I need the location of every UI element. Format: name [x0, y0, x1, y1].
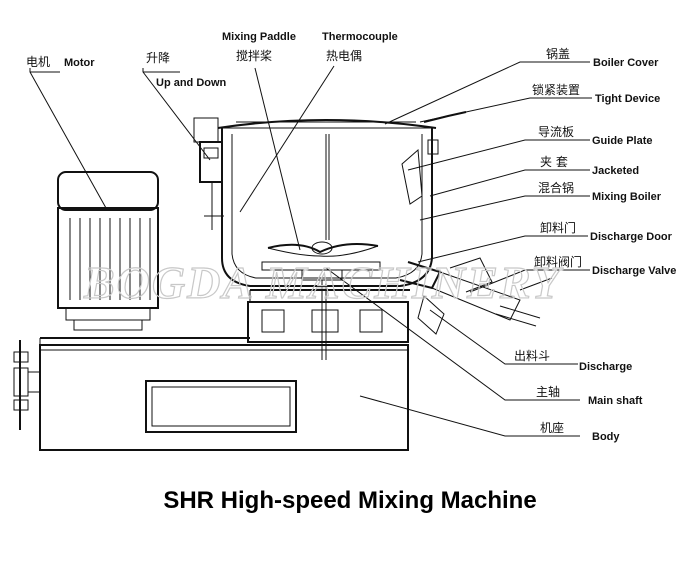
label-thermocouple-en: Thermocouple	[322, 31, 398, 43]
label-body: 机座 Body	[540, 420, 620, 443]
leader-lines	[29, 61, 592, 437]
label-discharge: 出料斗 Discharge	[514, 349, 632, 373]
label-body-en: Body	[592, 431, 620, 443]
diagram-title: SHR High-speed Mixing Machine	[163, 487, 536, 514]
label-jacketed: 夹 套 Jacketed	[540, 155, 639, 177]
label-guide-plate-en: Guide Plate	[592, 135, 653, 147]
label-main-shaft-en: Main shaft	[588, 395, 643, 407]
label-mixing-paddle-cn: 搅拌桨	[236, 48, 272, 63]
mixing-paddle	[261, 241, 381, 360]
handwheel	[13, 340, 40, 430]
label-up-down-en: Up and Down	[156, 77, 227, 89]
thermocouple	[325, 134, 330, 240]
label-mixing-paddle: Mixing Paddle 搅拌桨	[222, 31, 296, 63]
label-discharge-door-en: Discharge Door	[590, 231, 673, 243]
label-motor-en: Motor	[64, 57, 95, 69]
label-motor: 电机 Motor	[26, 55, 95, 69]
label-mixing-boiler: 混合锅 Mixing Boiler	[538, 180, 662, 203]
label-discharge-cn: 出料斗	[514, 349, 550, 363]
label-discharge-door-cn: 卸料门	[540, 220, 576, 235]
lift-column	[193, 117, 224, 230]
label-body-cn: 机座	[540, 420, 564, 435]
label-jacketed-cn: 夹 套	[540, 155, 568, 169]
label-mixing-boiler-cn: 混合锅	[538, 180, 574, 195]
label-discharge-valve: 卸料阀门 Discharge Valve	[534, 254, 676, 277]
label-mixing-boiler-en: Mixing Boiler	[592, 191, 662, 203]
watermark-text: BOGDA MACHINERY	[83, 257, 564, 308]
label-thermocouple-cn: 热电偶	[326, 49, 362, 63]
label-jacketed-en: Jacketed	[592, 165, 639, 177]
label-discharge-door: 卸料门 Discharge Door	[540, 220, 673, 243]
label-tight-device-en: Tight Device	[595, 93, 660, 105]
label-main-shaft: 主轴 Main shaft	[536, 384, 643, 407]
label-motor-cn: 电机	[26, 55, 50, 69]
label-mixing-paddle-en: Mixing Paddle	[222, 31, 296, 43]
label-discharge-valve-cn: 卸料阀门	[534, 254, 582, 269]
discharge-assembly	[399, 257, 553, 335]
label-tight-device: 锁紧装置 Tight Device	[532, 82, 660, 105]
label-tight-device-cn: 锁紧装置	[532, 82, 580, 97]
label-boiler-cover: 锅盖 Boiler Cover	[546, 46, 659, 69]
label-thermocouple: Thermocouple 热电偶	[322, 31, 398, 63]
label-up-down: 升降 Up and Down	[146, 51, 227, 89]
support-frame	[247, 289, 410, 343]
label-main-shaft-cn: 主轴	[536, 384, 560, 399]
label-guide-plate: 导流板 Guide Plate	[538, 125, 653, 147]
label-guide-plate-cn: 导流板	[538, 125, 574, 139]
label-boiler-cover-cn: 锅盖	[546, 46, 570, 61]
machine-body	[39, 344, 409, 451]
label-up-down-cn: 升降	[146, 51, 170, 65]
label-boiler-cover-en: Boiler Cover	[593, 57, 659, 69]
label-discharge-valve-en: Discharge Valve	[592, 265, 676, 277]
label-discharge-en: Discharge	[579, 361, 632, 373]
motor	[39, 171, 250, 345]
